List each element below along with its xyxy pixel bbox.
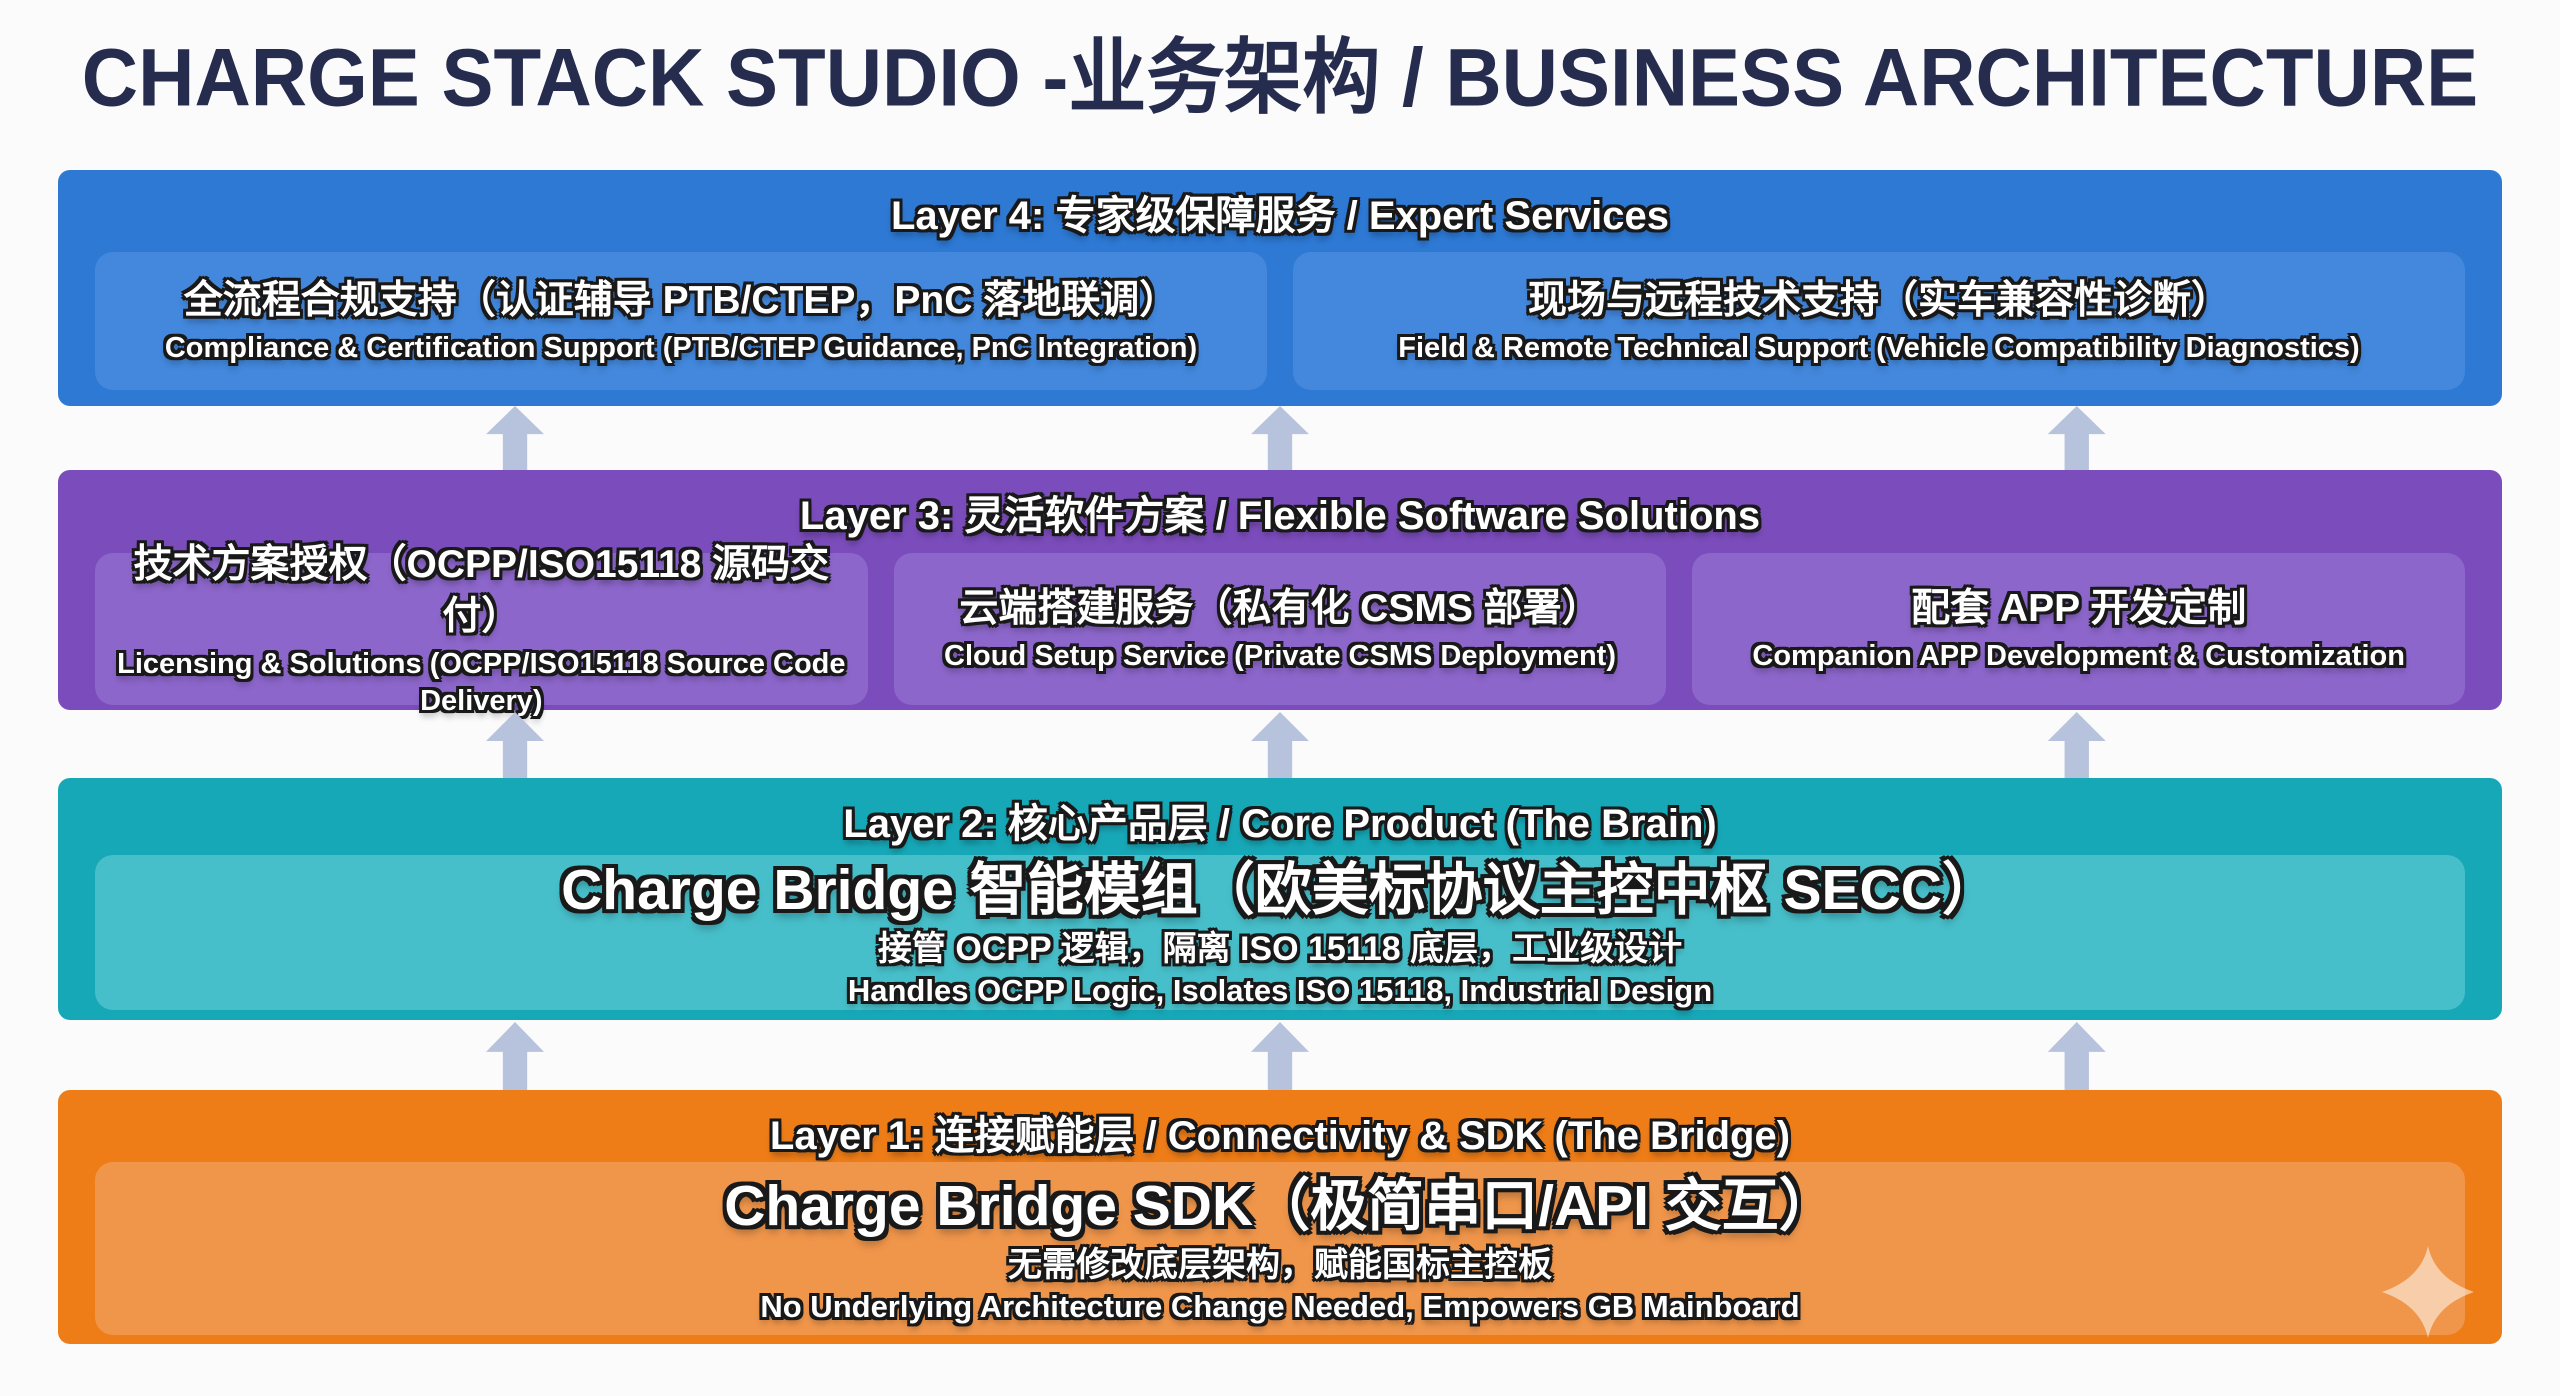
arrows-l1-to-l2 — [58, 1022, 2502, 1090]
up-arrow-icon — [2047, 406, 2106, 470]
up-arrow-icon — [486, 1022, 545, 1090]
layer2-band: Layer 2: 核心产品层 / Core Product (The Brain… — [58, 778, 2502, 1020]
charge-bridge-sdk-sub-en: No Underlying Architecture Change Needed… — [760, 1288, 1800, 1324]
compliance-certification-title-zh: 全流程合规支持（认证辅导 PTB/CTEP，PnC 落地联调） — [183, 279, 1179, 322]
charge-bridge-module-title: Charge Bridge 智能模组（欧美标协议主控中枢 SECC） — [561, 857, 1999, 922]
field-remote-support-title-zh: 现场与远程技术支持（实车兼容性诊断） — [1527, 279, 2230, 322]
cloud-setup-title-zh: 云端搭建服务（私有化 CSMS 部署） — [959, 587, 1601, 630]
up-arrow-icon — [486, 406, 545, 470]
layer4-boxes: 全流程合规支持（认证辅导 PTB/CTEP，PnC 落地联调） Complian… — [95, 252, 2465, 390]
licensing-solutions-title-zh: 技术方案授权（OCPP/ISO15118 源码交付） — [133, 542, 830, 638]
charge-bridge-module-box: Charge Bridge 智能模组（欧美标协议主控中枢 SECC） 接管 OC… — [95, 855, 2465, 1010]
companion-app-box: 配套 APP 开发定制 Companion APP Development & … — [1692, 553, 2466, 705]
layer4-header: Layer 4: 专家级保障服务 / Expert Services — [890, 194, 1670, 238]
arrows-l3-to-l4 — [58, 406, 2502, 470]
layer1-header: Layer 1: 连接赋能层 / Connectivity & SDK (The… — [769, 1114, 1791, 1158]
up-arrow-icon — [1251, 1022, 1309, 1090]
charge-bridge-module-sub-zh: 接管 OCPP 逻辑，隔离 ISO 15118 底层，工业级设计 — [877, 929, 1683, 968]
up-arrow-icon — [2047, 712, 2106, 778]
compliance-certification-box: 全流程合规支持（认证辅导 PTB/CTEP，PnC 落地联调） Complian… — [95, 252, 1267, 390]
licensing-solutions-box: 技术方案授权（OCPP/ISO15118 源码交付） Licensing & S… — [95, 543, 868, 717]
companion-app-title-en: Companion APP Development & Customizatio… — [1752, 640, 2405, 672]
layer3-boxes: 技术方案授权（OCPP/ISO15118 源码交付） Licensing & S… — [95, 543, 2466, 717]
charge-bridge-sdk-sub-zh: 无需修改底层架构，赋能国标主控板 — [1008, 1245, 1552, 1284]
layer4-band: Layer 4: 专家级保障服务 / Expert Services 全流程合规… — [58, 170, 2502, 406]
up-arrow-icon — [1251, 712, 1309, 778]
cloud-setup-title-en: Cloud Setup Service (Private CSMS Deploy… — [944, 640, 1616, 672]
layer1-band: Layer 1: 连接赋能层 / Connectivity & SDK (The… — [58, 1090, 2502, 1344]
compliance-certification-title-en: Compliance & Certification Support (PTB/… — [164, 332, 1198, 364]
charge-bridge-sdk-box: Charge Bridge SDK（极简串口/API 交互） 无需修改底层架构，… — [95, 1162, 2465, 1335]
up-arrow-icon — [2047, 1022, 2106, 1090]
layer3-band: Layer 3: 灵活软件方案 / Flexible Software Solu… — [58, 470, 2502, 717]
companion-app-title-zh: 配套 APP 开发定制 — [1911, 587, 2247, 630]
field-remote-support-title-en: Field & Remote Technical Support (Vehicl… — [1398, 332, 2360, 364]
layer2-header: Layer 2: 核心产品层 / Core Product (The Brain… — [843, 802, 1717, 846]
cloud-setup-box: 云端搭建服务（私有化 CSMS 部署） Cloud Setup Service … — [893, 553, 1667, 705]
up-arrow-icon — [1251, 406, 1309, 470]
field-remote-support-box: 现场与远程技术支持（实车兼容性诊断） Field & Remote Techni… — [1293, 252, 2465, 390]
sparkle-icon — [2382, 1246, 2474, 1338]
licensing-solutions-title-en: Licensing & Solutions (OCPP/ISO15118 Sou… — [117, 647, 846, 717]
charge-bridge-module-sub-en: Handles OCPP Logic, Isolates ISO 15118, … — [847, 972, 1713, 1008]
layer3-header: Layer 3: 灵活软件方案 / Flexible Software Solu… — [799, 494, 1761, 538]
page-title: CHARGE STACK STUDIO -业务架构 / BUSINESS ARC… — [81, 30, 2479, 124]
charge-bridge-sdk-title: Charge Bridge SDK（极简串口/API 交互） — [724, 1173, 1836, 1238]
arrows-l2-to-l3 — [58, 712, 2502, 778]
up-arrow-icon — [486, 712, 545, 778]
